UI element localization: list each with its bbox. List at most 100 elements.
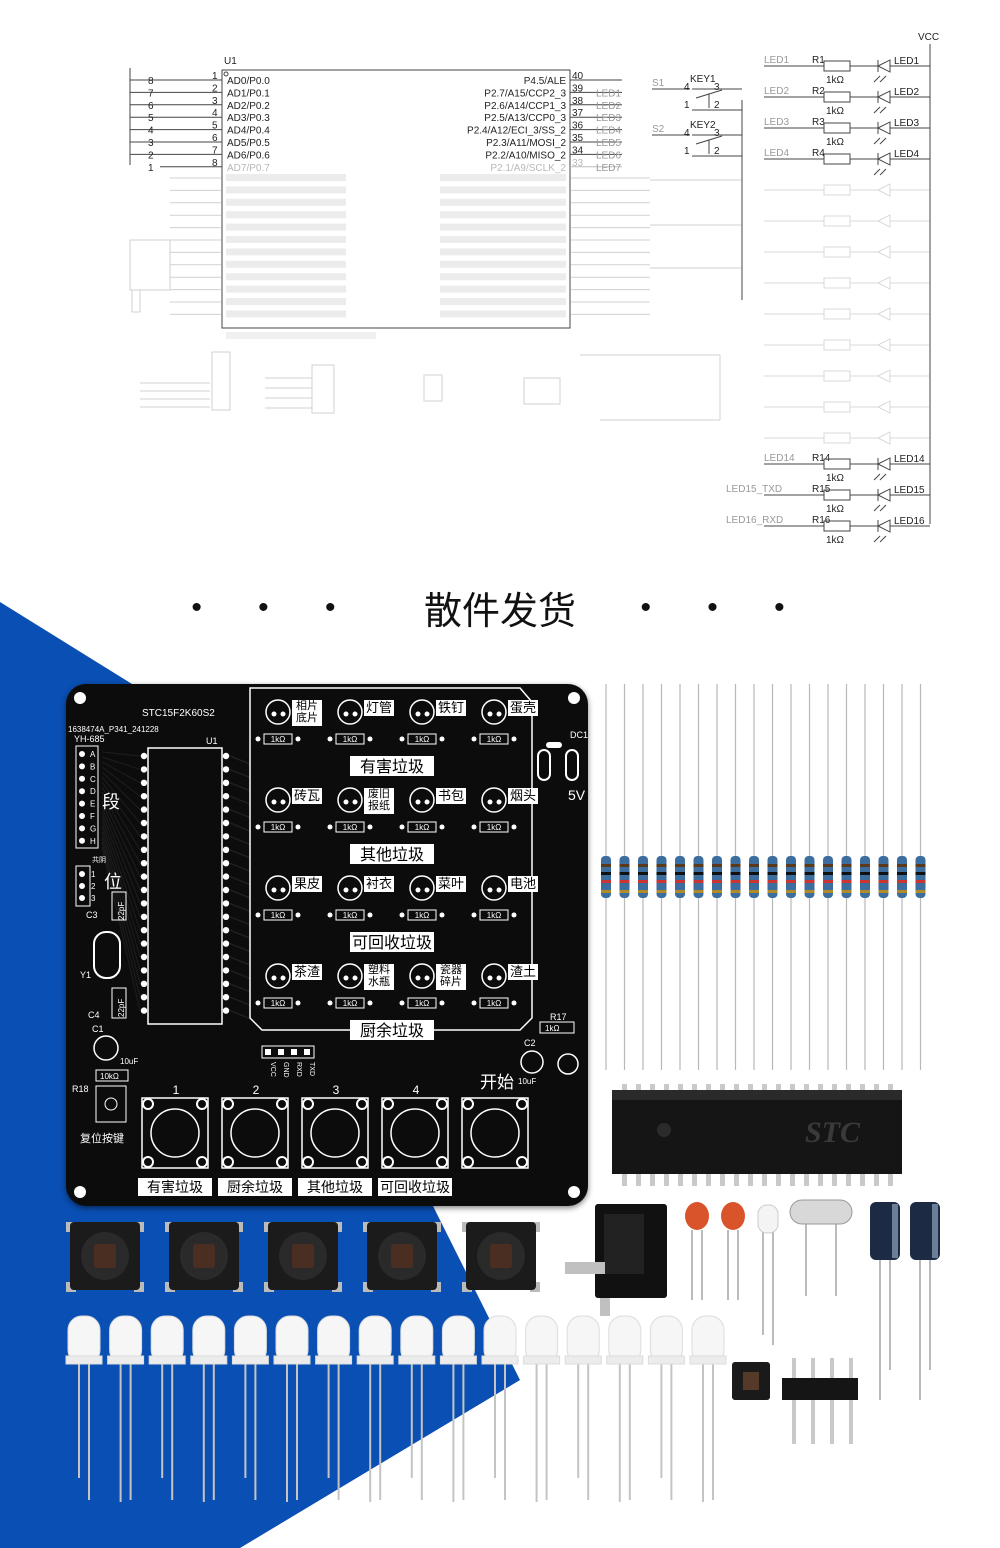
pin-number: 36 <box>572 121 584 132</box>
pin-name: P2.2/A10/MISO_2 <box>485 150 566 161</box>
key-pin: 1 <box>684 100 690 111</box>
start-label: 开始 <box>480 1073 514 1093</box>
led-net: LED15_TXD <box>726 484 782 495</box>
pcb-board: STC15F2K60S2 1638474A_P341_241228 YH-685… <box>66 684 588 1206</box>
led-footprint <box>265 875 291 901</box>
mount-hole <box>568 1186 580 1198</box>
item-label: 果皮 <box>294 877 320 892</box>
section-title: 厨余垃圾 <box>360 1021 424 1040</box>
item-label: 碎片 <box>440 974 462 988</box>
blurred-led-rows <box>764 183 930 445</box>
resistor-label: 1kΩ <box>271 911 285 920</box>
white-led <box>481 1315 519 1500</box>
led-ref: LED16 <box>894 516 925 527</box>
led-footprint <box>409 787 435 813</box>
pin-number-inner: 7 <box>212 145 218 156</box>
tactile-button <box>363 1222 441 1292</box>
ceramic-capacitors <box>685 1202 745 1300</box>
resistor-label: 1kΩ <box>271 999 285 1008</box>
net-label: LED6 <box>596 150 621 161</box>
item-label: 报纸 <box>368 798 390 812</box>
resistor-strip <box>601 684 926 1070</box>
section-title: 可回收垃圾 <box>352 933 432 952</box>
pin-name: AD5/P0.5 <box>227 138 270 149</box>
net-label: LED2 <box>596 101 621 112</box>
chip-ref: U1 <box>224 56 237 67</box>
white-led <box>689 1315 727 1502</box>
button-number: 2 <box>253 1083 260 1097</box>
pin-name: P4.5/ALE <box>524 76 567 87</box>
crystal-oscillator <box>789 1199 853 1296</box>
net-label: LED3 <box>596 113 621 124</box>
pin-number-outer: 7 <box>148 88 154 99</box>
model-label: YH-685 <box>74 734 105 744</box>
segment-letter: C <box>90 775 96 784</box>
item-label: 废旧 <box>368 786 390 800</box>
dots-right: • • • <box>640 590 809 624</box>
led-footprint <box>481 787 507 813</box>
pin-name: P2.3/A11/MOSI_2 <box>486 138 566 149</box>
net-label: LED4 <box>596 126 621 137</box>
pcb-artwork: STC15F2K60S2 1638474A_P341_241228 YH-685… <box>68 687 588 1198</box>
net-label: LED1 <box>596 88 621 99</box>
chip-outline <box>221 69 571 329</box>
pin-name: P2.6/A14/CCP1_3 <box>484 101 566 112</box>
header-pin-label: GND <box>282 1062 289 1078</box>
white-led <box>564 1315 602 1500</box>
led-footprint <box>337 963 363 989</box>
white-led <box>148 1315 186 1500</box>
button-number: 1 <box>173 1083 180 1097</box>
white-led <box>606 1315 644 1502</box>
tactile-button <box>66 1222 144 1292</box>
pcb-button-footprint: 1 有害垃圾 <box>138 1083 212 1196</box>
key-pin: 2 <box>714 100 720 111</box>
dc1-label: DC1 <box>570 730 588 740</box>
key-net: S2 <box>652 124 665 135</box>
segment-label: 段 <box>102 792 120 813</box>
item-label: 铁钉 <box>438 701 464 716</box>
resistor-value: 1kΩ <box>826 106 845 117</box>
reset-tact-switch <box>732 1362 770 1400</box>
sections-outline <box>249 687 533 1031</box>
pin-name: AD7/P0.7 <box>227 163 270 174</box>
led-footprint <box>409 963 435 989</box>
led-footprint <box>409 875 435 901</box>
key-net: S1 <box>652 78 665 89</box>
pin-number-outer: 3 <box>148 138 154 149</box>
resistor-label: 1kΩ <box>415 999 429 1008</box>
pin-number: 40 <box>572 71 584 82</box>
section-title: 其他垃圾 <box>360 845 424 864</box>
item-label: 灯管 <box>366 701 392 716</box>
r18-value: 10kΩ <box>100 1072 119 1081</box>
led-footprint <box>481 699 507 725</box>
pin-number: 38 <box>572 96 584 107</box>
button-label: 可回收垃圾 <box>380 1180 450 1196</box>
segment-letter: A <box>90 750 96 759</box>
white-led <box>356 1315 394 1502</box>
resistor-ref: R4 <box>812 148 825 159</box>
item-label: 书包 <box>438 789 464 804</box>
item-label: 渣土 <box>510 965 536 980</box>
led-footprint <box>409 699 435 725</box>
pin-name: AD0/P0.0 <box>227 76 270 87</box>
key-ref: KEY1 <box>690 74 716 85</box>
resistor-value: 1kΩ <box>826 535 845 546</box>
dc-jack <box>565 1204 667 1316</box>
pin-name: P2.4/A12/ECI_3/SS_2 <box>467 126 566 137</box>
item-label: 底片 <box>296 710 318 724</box>
resistor-value: 1kΩ <box>826 473 845 484</box>
resistor-value: 1kΩ <box>826 75 845 86</box>
pin-name: AD4/P0.4 <box>227 126 270 137</box>
mount-hole <box>74 692 86 704</box>
item-label: 蛋壳 <box>510 701 536 716</box>
position-label: 位 <box>104 872 122 893</box>
led-net: LED14 <box>764 453 795 464</box>
button-label: 有害垃圾 <box>147 1180 203 1196</box>
c1-footprint <box>93 1035 119 1061</box>
electrolytic-capacitors <box>870 1202 940 1400</box>
resistor-label: 1kΩ <box>343 999 357 1008</box>
reset-button-footprint <box>95 1085 127 1123</box>
tactile-button <box>462 1222 540 1292</box>
